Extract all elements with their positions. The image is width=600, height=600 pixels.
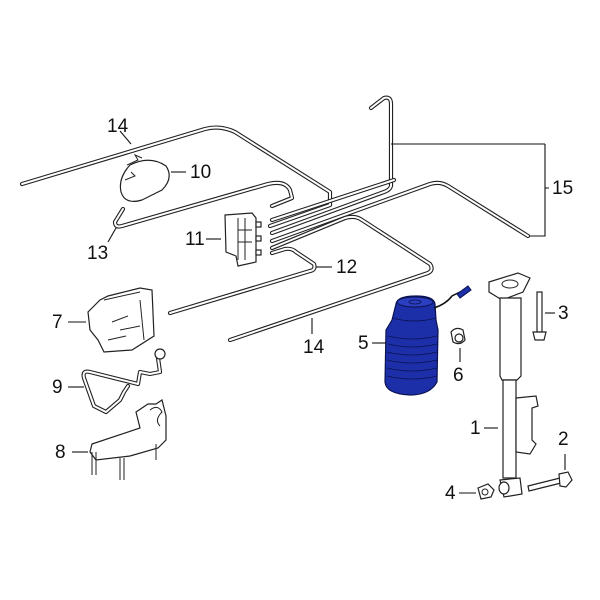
callout-4: 4 bbox=[445, 483, 456, 504]
valve-block-part-11[interactable] bbox=[224, 212, 262, 267]
callout-12: 12 bbox=[336, 257, 358, 278]
callout-10: 10 bbox=[190, 162, 212, 183]
callout-9: 9 bbox=[52, 377, 63, 398]
upper-bolt-part-3[interactable] bbox=[532, 291, 547, 341]
callout-13: 13 bbox=[87, 243, 109, 264]
line-15-mid[interactable] bbox=[269, 177, 397, 223]
line-13[interactable] bbox=[112, 180, 295, 229]
air-spring-part-5[interactable] bbox=[384, 285, 472, 396]
compressor-part-7[interactable] bbox=[87, 287, 155, 353]
nut-part-4[interactable] bbox=[477, 483, 495, 500]
lower-bolt-part-2[interactable] bbox=[527, 471, 573, 492]
line-12[interactable] bbox=[167, 246, 317, 316]
line-14-upper[interactable] bbox=[19, 125, 333, 229]
callout-11: 11 bbox=[185, 229, 205, 250]
callout-3: 3 bbox=[558, 303, 569, 324]
callout-14-lower: 14 bbox=[303, 337, 325, 358]
callout-6: 6 bbox=[453, 365, 464, 386]
callout-2: 2 bbox=[558, 429, 569, 450]
callout-7: 7 bbox=[52, 312, 63, 333]
shock-absorber-part-1[interactable] bbox=[488, 272, 539, 498]
leader-lines bbox=[68, 130, 566, 494]
line-14-lower[interactable] bbox=[227, 214, 434, 343]
bushing-part-6[interactable] bbox=[450, 327, 466, 345]
callout-1: 1 bbox=[470, 418, 481, 439]
line-15-tall[interactable] bbox=[269, 95, 394, 236]
line-part-9[interactable] bbox=[81, 348, 166, 415]
callout-5: 5 bbox=[358, 333, 369, 354]
callout-8: 8 bbox=[55, 442, 66, 463]
reservoir-part-10[interactable] bbox=[119, 153, 170, 202]
bracket-part-8[interactable] bbox=[89, 399, 167, 480]
callout-15: 15 bbox=[552, 178, 574, 199]
callout-14-upper: 14 bbox=[107, 116, 129, 137]
line-15-long[interactable] bbox=[269, 180, 531, 244]
